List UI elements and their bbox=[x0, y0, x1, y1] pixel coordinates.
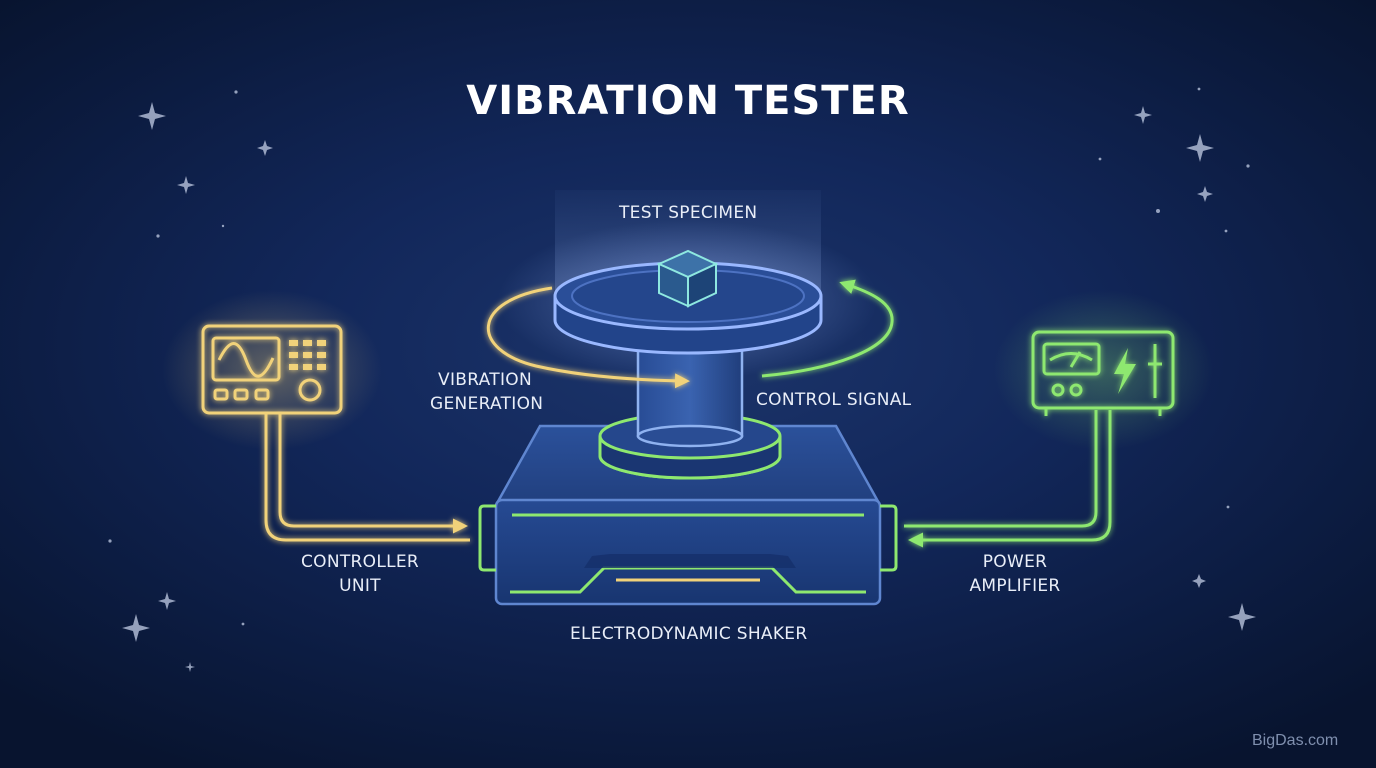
amplifier-power-wires bbox=[904, 410, 1112, 548]
star-icon bbox=[158, 592, 176, 610]
vibration-generation-arc bbox=[486, 286, 690, 389]
knob-icon bbox=[1069, 383, 1083, 397]
power-amplifier-line-2: AMPLIFIER bbox=[969, 576, 1061, 596]
diagram-title: VIBRATION TESTER bbox=[466, 78, 910, 124]
star-icon bbox=[1186, 134, 1214, 162]
controller-unit-line-2: UNIT bbox=[339, 576, 381, 596]
electrodynamic-shaker bbox=[478, 424, 898, 606]
controller-unit-device bbox=[201, 324, 343, 415]
test-specimen-label: TEST SPECIMEN bbox=[619, 203, 758, 223]
electrodynamic-shaker-label: ELECTRODYNAMIC SHAKER bbox=[570, 624, 808, 644]
shaker-right-bracket bbox=[880, 504, 898, 572]
meter-needle-icon bbox=[1049, 352, 1093, 362]
keypad-icon bbox=[289, 340, 326, 370]
shaker-left-bracket bbox=[478, 504, 496, 572]
star-icon bbox=[257, 140, 273, 156]
star-icon bbox=[185, 662, 195, 672]
controller-unit-label: CONTROLLER UNIT bbox=[298, 550, 422, 598]
controller-unit-line-1: CONTROLLER bbox=[300, 552, 420, 572]
star-icon bbox=[1134, 106, 1152, 124]
vibration-generation-line-1: VIBRATION bbox=[438, 370, 532, 390]
star-icon bbox=[1192, 574, 1206, 588]
vibration-generation-label: VIBRATION GENERATION bbox=[430, 368, 544, 416]
lightning-bolt-icon bbox=[1114, 348, 1136, 394]
star-icon bbox=[177, 176, 195, 194]
controller-signal-wires bbox=[264, 414, 470, 542]
star-icon bbox=[122, 614, 150, 642]
vibration-generation-line-2: GENERATION bbox=[430, 394, 544, 414]
vibration-motion-arrows bbox=[651, 372, 723, 420]
star-icon bbox=[1197, 186, 1213, 202]
power-amplifier-line-1: POWER bbox=[982, 552, 1048, 572]
watermark: BigDas.com bbox=[1252, 732, 1339, 749]
amplifier-glow bbox=[993, 290, 1213, 450]
sine-wave-icon bbox=[217, 342, 275, 378]
star-icon bbox=[1228, 603, 1256, 631]
control-signal-arc bbox=[761, 279, 894, 378]
control-signal-label: CONTROL SIGNAL bbox=[756, 390, 912, 410]
dial-knob-icon bbox=[298, 378, 322, 402]
power-amplifier-label: POWER AMPLIFIER bbox=[962, 550, 1068, 598]
test-specimen-cube bbox=[656, 249, 719, 308]
controller-glow bbox=[162, 290, 382, 450]
power-amplifier-device bbox=[1031, 330, 1175, 416]
knob-icon bbox=[1051, 383, 1065, 397]
star-icon bbox=[138, 102, 166, 130]
star-decorations bbox=[108, 87, 1256, 672]
